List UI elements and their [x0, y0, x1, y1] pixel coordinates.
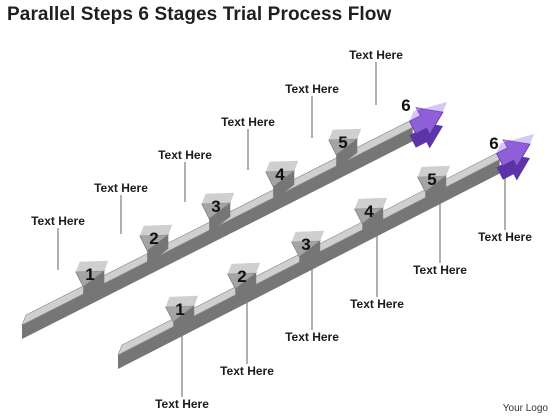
step-arrow-side: [173, 305, 195, 336]
step-number-5: 5: [427, 170, 436, 189]
page-title: Parallel Steps 6 Stages Trial Process Fl…: [7, 4, 392, 25]
final-arrow-shadow: [409, 121, 443, 149]
step-arrow-bevel: [417, 165, 451, 177]
step-number-6: 6: [401, 96, 410, 115]
step-arrow-5: [328, 128, 362, 169]
step-arrow-side: [362, 207, 384, 238]
final-arrow-shadow: [496, 153, 530, 181]
step-arrow-4: [265, 160, 299, 201]
step-arrow-bevel: [139, 224, 173, 236]
ribbon-front: [22, 127, 413, 339]
step-number-2: 2: [237, 267, 246, 286]
step-label-text: Text Here: [158, 148, 212, 162]
step-arrow-2: [227, 262, 261, 303]
step-label-text: Text Here: [285, 330, 339, 344]
step-arrow-1: [75, 260, 109, 301]
step-arrow-bevel: [201, 192, 235, 204]
step-label-text: Text Here: [31, 214, 85, 228]
step-number-6: 6: [489, 134, 498, 153]
final-arrow-bevel: [496, 134, 534, 154]
step-number-4: 4: [364, 202, 374, 221]
step-label-text: Text Here: [478, 230, 532, 244]
step-arrow-side: [209, 202, 231, 233]
step-label-text: Text Here: [350, 297, 404, 311]
step-arrow-4: [354, 197, 388, 238]
step-arrow-side: [235, 272, 257, 303]
step-arrow-bevel: [354, 197, 388, 209]
step-label-text: Text Here: [155, 397, 209, 411]
step-arrow-1: [165, 295, 199, 336]
lower-flow: [117, 134, 534, 369]
step-label-text: Text Here: [285, 82, 339, 96]
final-arrow-6: [408, 102, 447, 149]
step-arrow-bevel: [165, 295, 199, 307]
step-label-text: Text Here: [349, 48, 403, 62]
step-number-3: 3: [301, 235, 310, 254]
final-arrow-6: [495, 134, 534, 181]
step-arrow-side: [425, 175, 447, 206]
step-arrow-side: [273, 170, 295, 201]
step-arrow-bevel: [227, 262, 261, 274]
step-arrow-bevel: [75, 260, 109, 272]
step-number-5: 5: [338, 133, 347, 152]
step-arrow-side: [299, 240, 321, 271]
step-number-2: 2: [149, 229, 158, 248]
logo-placeholder: Your Logo: [502, 403, 548, 414]
final-arrow-bevel: [409, 102, 447, 122]
step-label-text: Text Here: [413, 263, 467, 277]
step-arrow-bevel: [328, 128, 362, 140]
step-arrow-3: [291, 230, 325, 271]
step-arrow-side: [83, 270, 105, 301]
upper-flow: [21, 102, 447, 339]
step-arrow-bevel: [291, 230, 325, 242]
step-arrow-5: [417, 165, 451, 206]
step-number-4: 4: [275, 165, 285, 184]
step-arrow-3: [201, 192, 235, 233]
step-label-text: Text Here: [220, 364, 274, 378]
step-number-1: 1: [85, 265, 94, 284]
step-arrow-bevel: [265, 160, 299, 172]
ribbon-front: [118, 159, 500, 369]
step-arrow-2: [139, 224, 173, 265]
step-number-3: 3: [211, 197, 220, 216]
step-label-text: Text Here: [221, 115, 275, 129]
step-arrow-side: [336, 138, 358, 169]
step-arrow-side: [147, 234, 169, 265]
step-label-text: Text Here: [94, 181, 148, 195]
step-number-1: 1: [175, 300, 184, 319]
